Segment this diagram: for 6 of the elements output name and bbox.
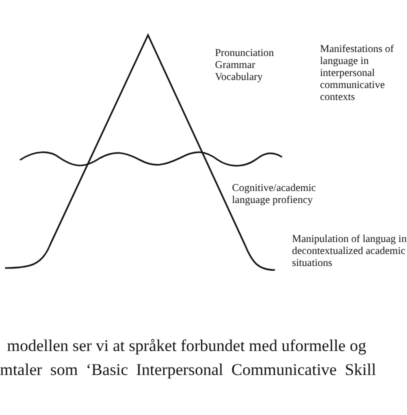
annotation-text: Manipulation of languag in decontextualized academic situations <box>292 234 407 270</box>
annotation-text: Pronunciation Grammar Vocabulary <box>215 48 275 84</box>
annotation-text: Manifestations of language in interpersonal communicative contexts <box>320 44 395 104</box>
annotation-text: Cognitive/academic language profiency <box>232 183 317 207</box>
paragraph-line: modellen ser vi at språket forbundet med uformelle og <box>7 336 366 356</box>
paragraph-line: mtaler som ‘Basic Interpersonal Communicative Skill <box>0 360 376 380</box>
